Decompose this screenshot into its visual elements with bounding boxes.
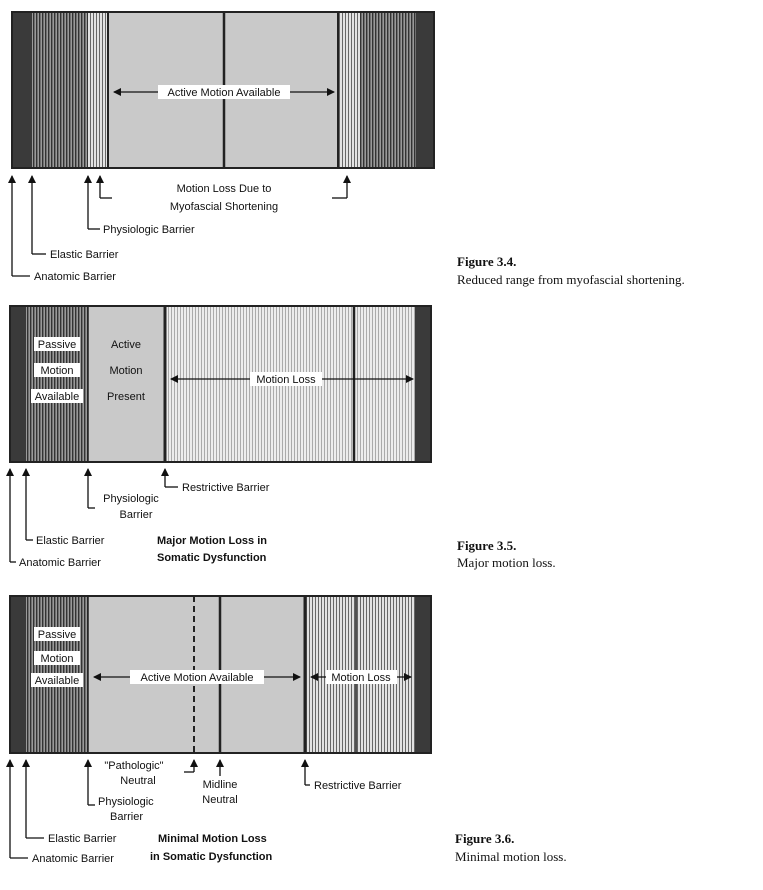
fig3-physiologic-line2: Barrier xyxy=(110,811,143,823)
fig2-bold-line2: Somatic Dysfunction xyxy=(157,552,267,564)
fig3-active-label: Active Motion Available xyxy=(141,672,254,684)
fig2-passive-line3: Available xyxy=(35,391,79,403)
fig2-elastic-label: Elastic Barrier xyxy=(36,535,105,547)
fig3-pathologic-line2: Neutral xyxy=(120,775,155,787)
fig3-pathologic-line1: "Pathologic" xyxy=(104,760,163,772)
fig3-anatomic-band-right xyxy=(415,596,431,753)
fig1-anatomic-band-right xyxy=(416,12,434,168)
fig2-physiologic-line1: Physiologic xyxy=(103,493,159,505)
fig1-elastic-band-right xyxy=(360,12,416,168)
fig2-passive-zone xyxy=(26,306,88,462)
fig2-restrictive-label: Restrictive Barrier xyxy=(182,482,270,494)
fig3-midline-line2: Neutral xyxy=(202,794,237,806)
fig1-elastic-band-left xyxy=(32,12,88,168)
fig3-caption-text: Minimal motion loss. xyxy=(455,849,567,864)
fig1-active-label: Active Motion Available xyxy=(168,87,281,99)
fig1-anatomic-band-left xyxy=(12,12,32,168)
fig2-anatomic-label: Anatomic Barrier xyxy=(19,557,101,569)
fig3-physiologic-line1: Physiologic xyxy=(98,796,154,808)
fig2-caption-text: Major motion loss. xyxy=(457,555,556,570)
fig2-caption-title: Figure 3.5. xyxy=(457,538,516,553)
fig2-active-zone xyxy=(88,306,165,462)
fig1-caption-title: Figure 3.4. xyxy=(457,254,516,269)
figure-3-6: Passive Motion Available Active Motion A… xyxy=(6,595,567,865)
fig2-frame xyxy=(9,305,432,463)
fig3-passive-line1: Passive xyxy=(38,629,77,641)
fig3-bold-line1: Minimal Motion Loss xyxy=(158,833,267,845)
fig1-frame xyxy=(11,11,435,169)
fig1-physiologic-band-right xyxy=(338,12,360,168)
fig1-loss-label-line2: Myofascial Shortening xyxy=(170,201,278,213)
fig3-caption-title: Figure 3.6. xyxy=(455,831,514,846)
fig2-active-line1: Active xyxy=(111,339,141,351)
fig2-anatomic-band-right xyxy=(415,306,431,462)
fig1-physiologic-band-left xyxy=(88,12,108,168)
fig3-frame xyxy=(9,595,432,754)
fig3-anatomic-label: Anatomic Barrier xyxy=(32,853,114,865)
fig1-physiologic-label: Physiologic Barrier xyxy=(103,224,195,236)
fig3-bold-line2: in Somatic Dysfunction xyxy=(150,851,273,863)
fig3-elastic-label: Elastic Barrier xyxy=(48,833,117,845)
fig2-anatomic-band-left xyxy=(10,306,26,462)
fig3-passive-line3: Available xyxy=(35,675,79,687)
fig3-loss-label: Motion Loss xyxy=(331,672,391,684)
fig3-passive-line2: Motion xyxy=(40,653,73,665)
fig1-elastic-label: Elastic Barrier xyxy=(50,249,119,261)
fig1-caption-text: Reduced range from myofascial shortening… xyxy=(457,272,685,287)
fig2-active-line3: Present xyxy=(107,391,145,403)
fig3-anatomic-band-left xyxy=(10,596,26,753)
fig2-active-line2: Motion xyxy=(109,365,142,377)
fig2-passive-line2: Motion xyxy=(40,365,73,377)
fig1-loss-label-line1: Motion Loss Due to xyxy=(177,183,272,195)
figure-3-4: Active Motion Available Motion Loss Due … xyxy=(8,11,685,287)
fig1-anatomic-label: Anatomic Barrier xyxy=(34,271,116,283)
fig2-bold-line1: Major Motion Loss in xyxy=(157,535,267,547)
fig3-restrictive-label: Restrictive Barrier xyxy=(314,780,402,792)
fig2-loss-label: Motion Loss xyxy=(256,374,316,386)
figure-3-5: Passive Motion Available Active Motion P… xyxy=(6,305,556,570)
fig2-passive-line1: Passive xyxy=(38,339,77,351)
fig3-midline-line1: Midline xyxy=(203,779,238,791)
fig2-physiologic-line2: Barrier xyxy=(119,509,152,521)
